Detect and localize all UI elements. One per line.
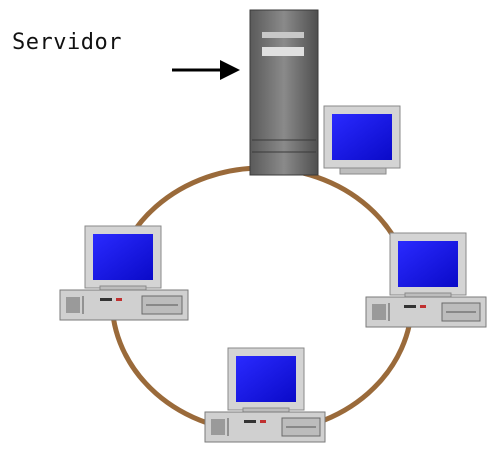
desktop-case-icon	[365, 296, 487, 328]
workstation-bottom	[204, 347, 326, 443]
server-label: Servidor	[12, 30, 122, 55]
server-monitor-icon	[323, 105, 401, 175]
monitor-icon	[389, 232, 467, 300]
workstation-right	[365, 232, 487, 328]
monitor-icon	[227, 347, 305, 415]
server-arrow	[172, 60, 240, 80]
workstation-left	[59, 225, 189, 321]
desktop-case-icon	[204, 411, 326, 443]
server-tower-icon	[249, 9, 319, 176]
desktop-case-icon	[59, 289, 189, 321]
monitor-icon	[84, 225, 162, 293]
